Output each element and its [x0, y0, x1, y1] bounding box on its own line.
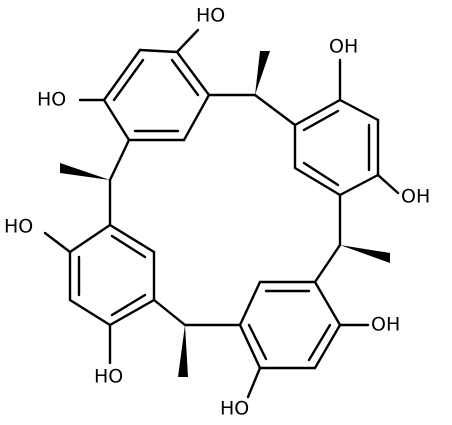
- stereo-wedge-1: [255, 51, 270, 95]
- stereo-wedge-3: [60, 163, 110, 180]
- ring-a: [102, 48, 211, 142]
- hydroxyl-label-6: HO: [94, 366, 123, 388]
- bridges: [60, 51, 390, 377]
- hydroxyl-label-7: OH: [371, 314, 400, 336]
- hydroxyl-label-8: HO: [220, 398, 249, 420]
- hydroxyl-label-4: OH: [401, 186, 430, 208]
- ring-d: [238, 280, 342, 370]
- ring-b: [293, 98, 380, 197]
- ring-c: [68, 223, 156, 327]
- hydroxyl-label-3: OH: [329, 36, 358, 58]
- hydroxyl-label-2: HO: [37, 89, 66, 111]
- hydroxyl-bonds: [43, 28, 400, 399]
- hydroxyl-labels: HO HO OH OH HO HO OH HO: [4, 5, 430, 420]
- stereo-wedge-4: [178, 325, 188, 377]
- hydroxyl-label-5: HO: [4, 216, 33, 238]
- hydroxyl-label-1: HO: [196, 5, 225, 27]
- stereo-wedge-2: [340, 245, 390, 263]
